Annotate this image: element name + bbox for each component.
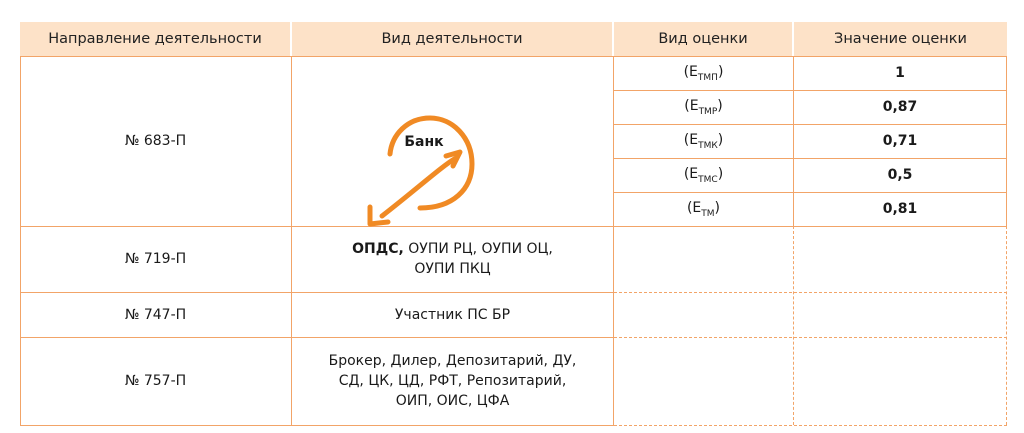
row-divider [20, 226, 1007, 227]
row-divider [20, 425, 614, 426]
assessment-value: 0,5 [887, 167, 913, 183]
row-757-direction: № 757-П [20, 337, 291, 425]
assessment-type-cell: (EТМС) [614, 158, 793, 192]
assessment-type-label: (EТМК) [683, 132, 724, 151]
sub-row-divider [614, 158, 1007, 159]
assessment-value: 0,87 [882, 99, 918, 115]
assessment-value: 0,81 [882, 201, 918, 217]
dashed-divider [614, 337, 1007, 338]
activity-text: ОУПИ РЦ, ОУПИ ОЦ, [403, 241, 553, 257]
row-747-activity: Участник ПС БР [292, 292, 613, 337]
col-divider [1006, 56, 1007, 226]
assessment-type-label: (EТМП) [683, 64, 724, 83]
cycle-arc [387, 115, 475, 211]
arrow-head-top [443, 149, 463, 169]
assessment-type-label: (EТМ) [686, 200, 721, 219]
header-activity-label: Вид деятельности [381, 31, 523, 47]
activity-line: ОУПИ ПКЦ [414, 261, 491, 277]
col-divider [613, 56, 614, 425]
header-assessment-type-label: Вид оценки [658, 31, 748, 47]
activity-line: Брокер, Дилер, Депозитарий, ДУ, [328, 353, 577, 369]
direction-label: № 747-П [124, 306, 187, 323]
direction-label: № 719-П [124, 251, 187, 267]
col-divider [793, 56, 794, 226]
assessment-value: 0,71 [882, 133, 918, 149]
direction-label: № 683-П [124, 133, 187, 149]
bank-label: Банк [404, 134, 444, 150]
sub-row-divider [614, 124, 1007, 125]
header-assessment-value-label: Значение оценки [834, 31, 967, 47]
dashed-divider [614, 292, 1007, 293]
arrow-head-bottom [367, 204, 391, 227]
dashed-col-divider [793, 226, 794, 425]
assessment-type-label: (EТМС) [683, 166, 724, 185]
assessment-type-cell: (EТМР) [614, 90, 793, 124]
activity-line: ОПДС, ОУПИ РЦ, ОУПИ ОЦ, [352, 239, 553, 259]
header-direction: Направление деятельности [20, 22, 290, 56]
assessment-value: 1 [895, 65, 905, 81]
activity-line: СД, ЦК, ЦД, РФТ, Репозитарий, [338, 373, 567, 389]
row-divider [20, 292, 614, 293]
header-assessment-value: Значение оценки [794, 22, 1007, 56]
sub-row-divider [614, 90, 1007, 91]
row-divider [20, 56, 1007, 57]
assessment-value-cell: 0,87 [794, 90, 1006, 124]
activity-line: ОИП, ОИС, ЦФА [395, 393, 510, 409]
bank-cycle-icon: Банк [367, 115, 475, 227]
row-757-activity: Брокер, Дилер, Депозитарий, ДУ, СД, ЦК, … [292, 337, 613, 425]
row-683-direction: № 683-П [20, 56, 291, 226]
row-747-direction: № 747-П [20, 292, 291, 337]
activity-text: Участник ПС БР [394, 306, 511, 323]
assessment-type-label: (EТМР) [684, 98, 723, 117]
assessment-type-cell: (EТМ) [614, 192, 793, 226]
dashed-col-divider [1006, 226, 1007, 425]
header-direction-label: Направление деятельности [48, 31, 262, 47]
header-activity: Вид деятельности [292, 22, 612, 56]
assessment-type-cell: (EТМП) [614, 56, 793, 90]
activity-bold-text: ОПДС, [352, 241, 404, 257]
row-divider [20, 337, 614, 338]
col-divider [291, 56, 292, 425]
assessment-value-cell: 1 [794, 56, 1006, 90]
sub-row-divider [614, 192, 1007, 193]
assessment-value-cell: 0,71 [794, 124, 1006, 158]
assessment-value-cell: 0,81 [794, 192, 1006, 226]
assessment-type-cell: (EТМК) [614, 124, 793, 158]
header-assessment-type: Вид оценки [614, 22, 792, 56]
assessment-value-cell: 0,5 [794, 158, 1006, 192]
col-divider [20, 56, 21, 425]
dashed-divider [614, 425, 1007, 426]
direction-label: № 757-П [124, 373, 187, 389]
arrow-shaft [379, 155, 459, 219]
row-719-direction: № 719-П [20, 226, 291, 292]
row-719-activity: ОПДС, ОУПИ РЦ, ОУПИ ОЦ, ОУПИ ПКЦ [292, 226, 613, 292]
